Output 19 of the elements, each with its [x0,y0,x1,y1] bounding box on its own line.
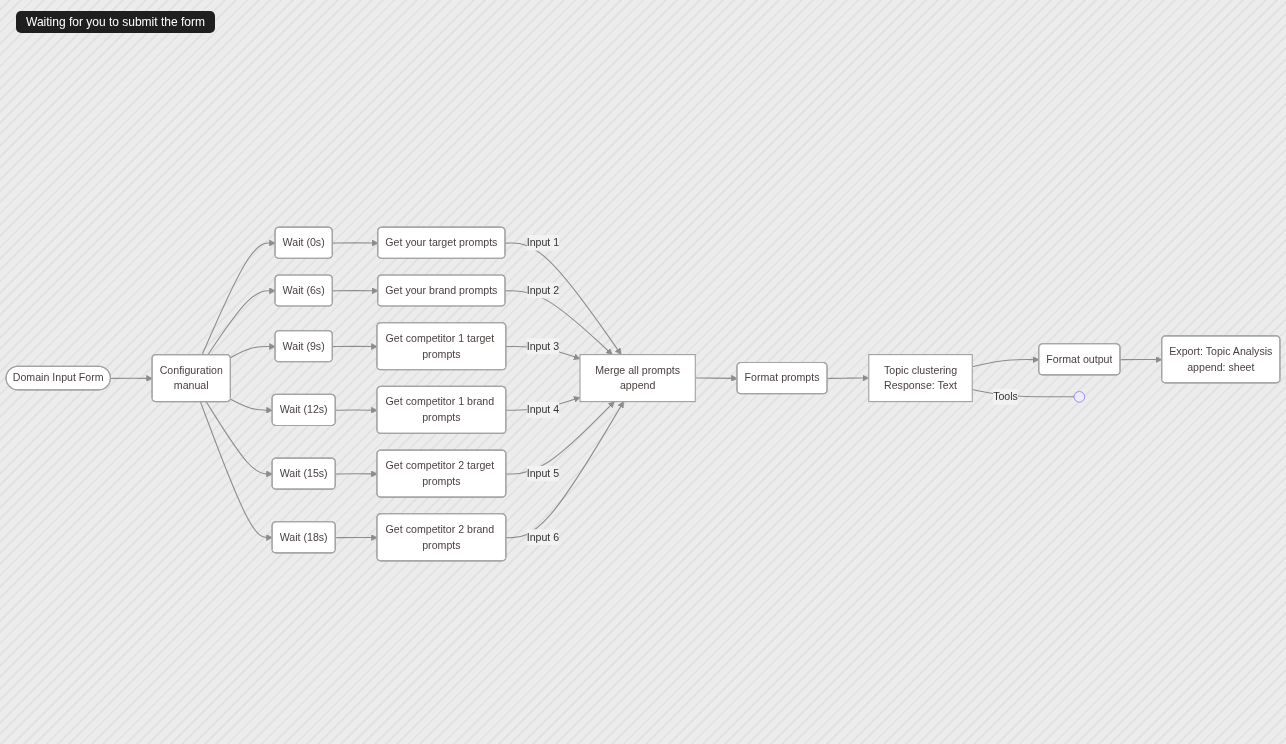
node-box: Merge all prompts append [579,354,696,403]
edge-label: Input 6 [526,530,560,543]
node-box: Topic clustering Response: Text [868,354,973,403]
arrow [230,398,273,414]
arrow [201,239,276,356]
arrow [505,401,615,475]
edge-label: Input 4 [526,403,560,416]
edge-label: Input 3 [526,339,560,352]
arrow [199,401,273,541]
arrow [110,375,153,382]
arrow [207,287,276,356]
edge-label: Input 2 [526,284,560,297]
edge-label: Input 5 [526,467,560,480]
tooltip-text: Waiting for you to submit the form [16,11,215,33]
arrow [505,401,624,539]
arrow [205,401,273,478]
edge-label: Tools [993,390,1018,403]
edge-label: Input 1 [526,236,560,249]
arrow [230,343,276,359]
